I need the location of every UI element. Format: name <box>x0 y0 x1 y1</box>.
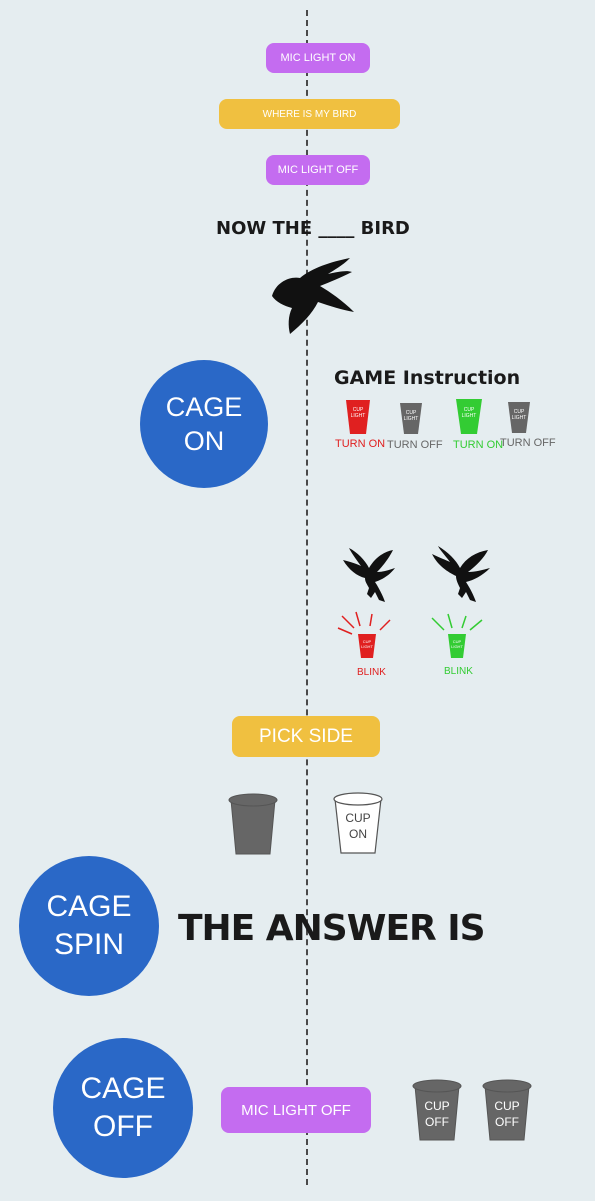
cup-on-line2: ON <box>349 827 367 841</box>
cup-text-line1: CUP <box>453 639 462 644</box>
blink-green-label: BLINK <box>444 666 473 677</box>
cup-on-icon: CUP ON <box>333 792 383 854</box>
blink-rays-red: CUP LIGHT <box>337 611 391 658</box>
pick-side-pill: PICK SIDE <box>232 716 380 757</box>
cup-off-line1: CUP <box>494 1099 519 1113</box>
green-cup-icon: CUP LIGHT <box>456 399 482 434</box>
perched-bird-icon <box>432 546 490 602</box>
blink-rays-green: CUP LIGHT <box>431 613 483 658</box>
red-cup-icon: CUP LIGHT <box>346 400 370 434</box>
perched-bird-icon <box>343 548 395 602</box>
cup-off-line2: OFF <box>495 1115 519 1129</box>
cage-off-line1: CAGE <box>80 1072 166 1105</box>
cup-off-line2: OFF <box>425 1115 449 1129</box>
game-instruction-title: GAME Instruction <box>334 367 521 389</box>
center-dashed-line <box>306 10 308 1185</box>
mic-light-on-label: MIC LIGHT ON <box>280 52 356 64</box>
now-the-bird-heading: NOW THE ____ BIRD <box>216 218 410 239</box>
cage-on-line1: CAGE <box>165 392 243 422</box>
flying-bird-icon <box>272 258 354 334</box>
mic-light-off-pill: MIC LIGHT OFF <box>266 155 370 185</box>
mic-light-on-pill: MIC LIGHT ON <box>266 43 370 73</box>
cup-off-line1: CUP <box>424 1099 449 1113</box>
cage-spin-line1: CAGE <box>46 890 132 923</box>
red-cup-icon <box>358 634 376 658</box>
cup-text-line1: CUP <box>363 639 372 644</box>
cup-text-line2: LIGHT <box>512 415 527 421</box>
grey-cup-icon: CUP LIGHT <box>508 402 530 433</box>
cup-off-icon <box>228 793 278 855</box>
turn-on-red-label: TURN ON <box>335 438 386 450</box>
cup-text-line1: CUP <box>464 407 475 413</box>
cup-off-icon: CUP OFF <box>412 1079 462 1141</box>
cage-off-circle: CAGE OFF <box>53 1038 193 1178</box>
mic-light-off-bottom-label: MIC LIGHT OFF <box>241 1101 351 1119</box>
cup-text-line2: LIGHT <box>462 413 477 419</box>
cup-text-line2: LIGHT <box>404 416 419 422</box>
cup-off-icon: CUP OFF <box>482 1079 532 1141</box>
blink-red-label: BLINK <box>357 667 386 678</box>
green-cup-icon <box>448 634 466 658</box>
mic-light-off-bottom-pill: MIC LIGHT OFF <box>221 1087 371 1133</box>
grey-cup-icon: CUP LIGHT <box>400 403 422 434</box>
cup-text-line2: LIGHT <box>451 644 463 649</box>
cage-on-circle: CAGE ON <box>140 360 268 488</box>
where-is-my-bird-label: WHERE IS MY BIRD <box>262 108 357 120</box>
turn-off-label: TURN OFF <box>500 437 556 449</box>
the-answer-is-heading: THE ANSWER IS <box>178 908 486 949</box>
where-is-my-bird-pill: WHERE IS MY BIRD <box>219 99 400 129</box>
cage-spin-line2: SPIN <box>53 928 125 961</box>
cage-on-line2: ON <box>183 426 225 456</box>
turn-on-green-label: TURN ON <box>453 439 504 451</box>
cup-text-line1: CUP <box>514 409 525 415</box>
cage-spin-circle: CAGE SPIN <box>19 856 159 996</box>
cup-text-line2: LIGHT <box>351 413 366 419</box>
cup-text-line1: CUP <box>353 407 364 413</box>
pick-side-label: PICK SIDE <box>259 725 353 747</box>
mic-light-off-label: MIC LIGHT OFF <box>277 164 359 176</box>
cage-off-line2: OFF <box>93 1110 153 1143</box>
turn-off-label: TURN OFF <box>387 439 443 451</box>
cup-text-line2: LIGHT <box>361 644 373 649</box>
cup-text-line1: CUP <box>406 410 417 416</box>
cup-on-line1: CUP <box>345 811 370 825</box>
